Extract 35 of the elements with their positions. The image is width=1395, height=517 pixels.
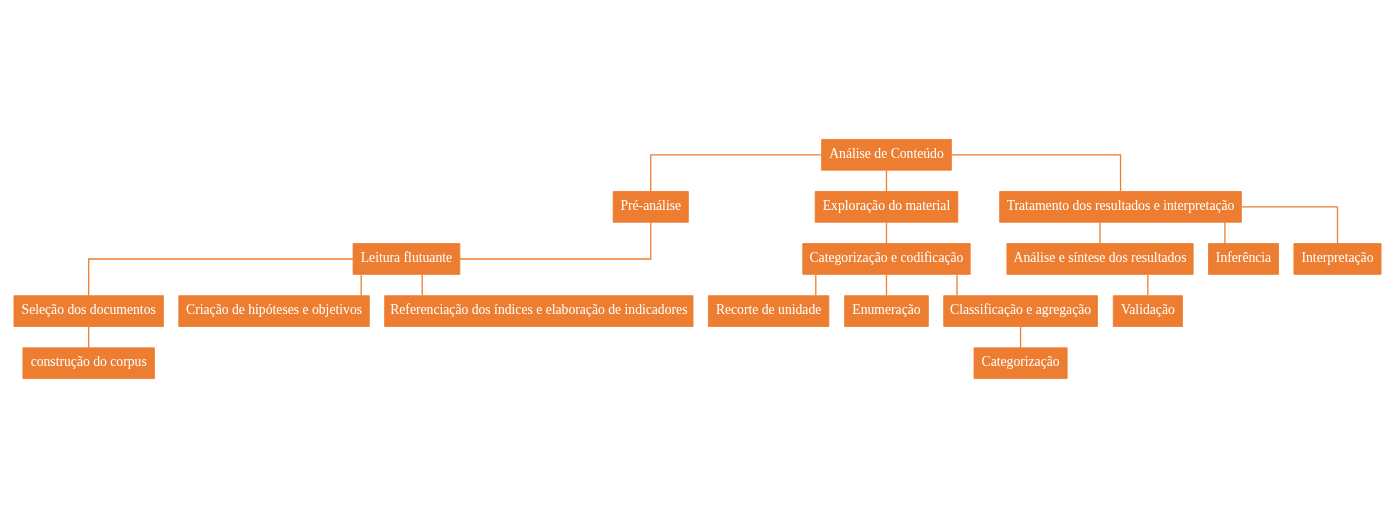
node-box: Categorização e codificação [802, 242, 971, 275]
node-box: Classificação e agregação [943, 294, 1098, 327]
connector [459, 221, 652, 260]
connector [360, 273, 362, 296]
connector [1147, 273, 1149, 296]
connector [650, 153, 823, 192]
connector [1019, 325, 1022, 348]
connector [421, 273, 423, 296]
node-box: Análise de Conteúdo [821, 138, 952, 171]
connector [885, 221, 888, 244]
connector [1099, 221, 1101, 244]
node-box: Categorização [973, 346, 1068, 379]
node-box: Exploração do material [814, 190, 959, 223]
connector [88, 325, 90, 348]
connector [951, 153, 1122, 192]
node-box: Interpretação [1293, 242, 1382, 275]
connector [1241, 205, 1339, 244]
node-box: Tratamento dos resultados e interpretação [999, 190, 1242, 223]
connector [885, 169, 888, 192]
connector [88, 257, 354, 296]
node-box: Validação [1112, 294, 1183, 327]
node-box: Enumeração [844, 294, 929, 327]
node-box: Pré-análise [612, 190, 689, 223]
node-box: Recorte de unidade [707, 294, 830, 327]
node-box: Seleção dos documentos [13, 294, 164, 327]
node-box: Leitura flutuante [352, 242, 461, 275]
connector [956, 273, 958, 296]
node-box: Criação de hipóteses e objetivos [178, 294, 370, 327]
connector [1224, 221, 1226, 244]
node-box: Inferência [1208, 242, 1279, 275]
node-box: construção do corpus [22, 346, 155, 379]
connector [885, 273, 888, 296]
connector [815, 273, 817, 296]
node-box: Referenciação dos índices e elaboração de indicadores [384, 294, 694, 327]
node-box: Análise e síntese dos resultados [1006, 242, 1194, 275]
